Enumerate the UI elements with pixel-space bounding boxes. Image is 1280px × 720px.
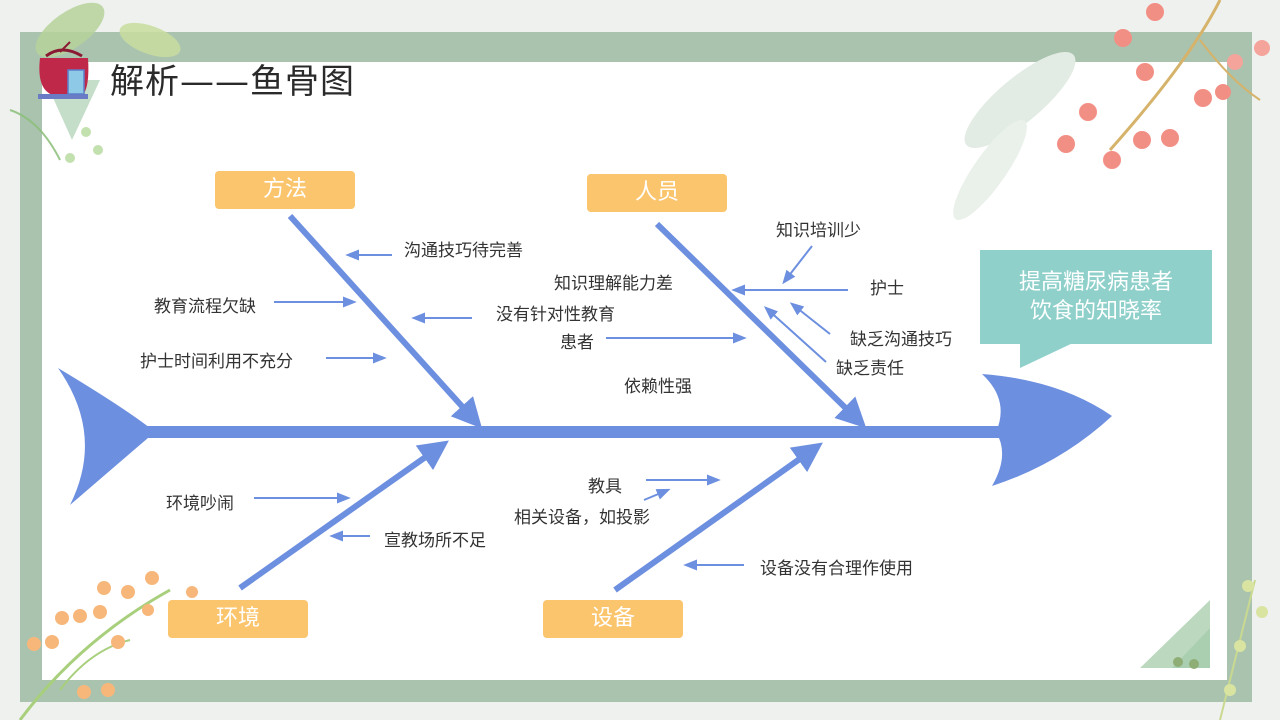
category-people: 人员 <box>587 174 727 212</box>
cause-knowledge-training-less: 知识培训少 <box>776 221 861 241</box>
cause-insufficient-venue: 宣教场所不足 <box>384 531 486 551</box>
cause-lack-communication-skill: 缺乏沟通技巧 <box>850 330 952 350</box>
effect-callout-tail <box>1020 342 1075 368</box>
cause-communication-skill-to-improve: 沟通技巧待完善 <box>404 241 523 261</box>
cause-understanding-ability-poor: 知识理解能力差 <box>554 274 673 294</box>
bone-environment <box>238 440 449 591</box>
effect-box: 提高糖尿病患者 饮食的知晓率 <box>980 250 1212 344</box>
cause-noisy-environment: 环境吵闹 <box>166 494 234 514</box>
cause-education-process-lacking: 教育流程欠缺 <box>154 297 256 317</box>
flower-decoration-bottom-left <box>18 571 198 720</box>
cause-related-equipment: 相关设备，如投影 <box>514 508 650 528</box>
arrow-lack-communication <box>789 302 831 335</box>
fish-head <box>982 374 1112 486</box>
category-equipment: 设备 <box>543 600 683 638</box>
cause-teaching-aids: 教具 <box>588 477 622 497</box>
bone-equipment <box>613 442 823 593</box>
effect-line-2: 饮食的知晓率 <box>1029 299 1162 324</box>
cause-nurse: 护士 <box>870 279 904 299</box>
leaf-decoration-bottom-right <box>1140 579 1268 720</box>
cause-lack-responsibility: 缺乏责任 <box>836 359 904 379</box>
arrow-lack-responsibility <box>763 306 827 363</box>
flower-decoration-top-right <box>953 0 1270 220</box>
bone-method <box>287 213 483 429</box>
bone-people <box>654 221 867 429</box>
cause-equipment-not-used-properly: 设备没有合理作使用 <box>760 559 913 579</box>
arrow-knowledge-training <box>782 245 813 285</box>
effect-line-1: 提高糖尿病患者 <box>1018 270 1173 295</box>
cause-patient: 患者 <box>560 333 594 353</box>
cause-dependency-strong: 依赖性强 <box>624 377 692 397</box>
category-method: 方法 <box>215 171 355 209</box>
fish-spine <box>145 426 1005 438</box>
cause-no-targeted-education: 没有针对性教育 <box>496 305 615 325</box>
arrow-related-equipment <box>643 488 671 501</box>
clipboard-heart-icon <box>38 41 89 99</box>
fish-tail <box>58 368 155 505</box>
page-title: 解析——鱼骨图 <box>110 62 355 102</box>
cause-nurse-time-insufficient: 护士时间利用不充分 <box>140 352 293 372</box>
category-environment: 环境 <box>168 600 308 638</box>
